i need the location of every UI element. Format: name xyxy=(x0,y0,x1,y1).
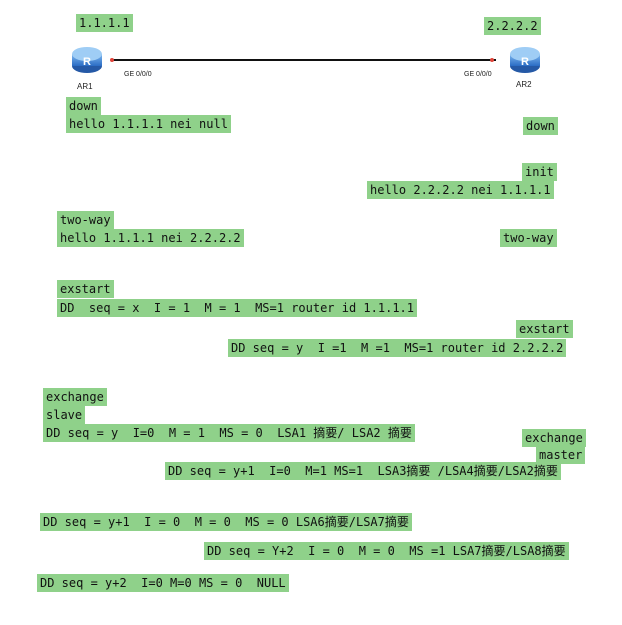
ar1-dd-exchange-1: DD seq = y I=0 M = 1 MS = 0 LSA1 摘要/ LSA… xyxy=(43,424,415,442)
ar2-dd-exchange-1: DD seq = y+1 I=0 M=1 MS=1 LSA3摘要 /LSA4摘要… xyxy=(165,462,561,480)
ar1-state-two-way: two-way xyxy=(57,211,114,229)
ar1-name: AR1 xyxy=(77,82,93,91)
ar1-port-label: GE 0/0/0 xyxy=(124,71,152,78)
svg-text:R: R xyxy=(83,56,91,68)
ar1-hello-2: hello 1.1.1.1 nei 2.2.2.2 xyxy=(57,229,244,247)
router-icon: R xyxy=(72,47,102,73)
ar1-hello-1: hello 1.1.1.1 nei null xyxy=(66,115,231,133)
svg-text:R: R xyxy=(521,56,529,68)
ar1-role-slave: slave xyxy=(43,406,86,424)
ar1-state-exchange: exchange xyxy=(43,388,107,406)
ar2-role-master: master xyxy=(536,446,586,464)
ar2-state-exstart: exstart xyxy=(516,320,573,338)
ar2-dd-exstart: DD seq = y I =1 M =1 MS=1 router id 2.2.… xyxy=(228,339,567,357)
ar2-name: AR2 xyxy=(516,80,532,89)
ar2-router-id: 2.2.2.2 xyxy=(484,17,541,35)
ar2-state-down: down xyxy=(523,117,558,135)
ar2-dd-exchange-2: DD seq = Y+2 I = 0 M = 0 MS =1 LSA7摘要/LS… xyxy=(204,542,569,560)
ar1-dd-exchange-2: DD seq = y+1 I = 0 M = 0 MS = 0 LSA6摘要/L… xyxy=(40,513,412,531)
ar1-dd-exchange-3: DD seq = y+2 I=0 M=0 MS = 0 NULL xyxy=(37,574,289,592)
ar1-dd-exstart: DD seq = x I = 1 M = 1 MS=1 router id 1.… xyxy=(57,299,418,317)
ar2-port-dot xyxy=(490,58,494,62)
ar2-state-two-way: two-way xyxy=(500,229,557,247)
ar1-state-down: down xyxy=(66,97,101,115)
router-icon: R xyxy=(510,47,540,73)
link-line xyxy=(112,59,496,61)
ar2-state-init: init xyxy=(522,163,557,181)
ar2-hello: hello 2.2.2.2 nei 1.1.1.1 xyxy=(367,181,554,199)
ar2-port-label: GE 0/0/0 xyxy=(464,71,492,78)
ar1-port-dot xyxy=(110,58,114,62)
ar1-router-id: 1.1.1.1 xyxy=(76,14,133,32)
ar2-state-exchange: exchange xyxy=(522,429,586,447)
ar1-state-exstart: exstart xyxy=(57,280,114,298)
